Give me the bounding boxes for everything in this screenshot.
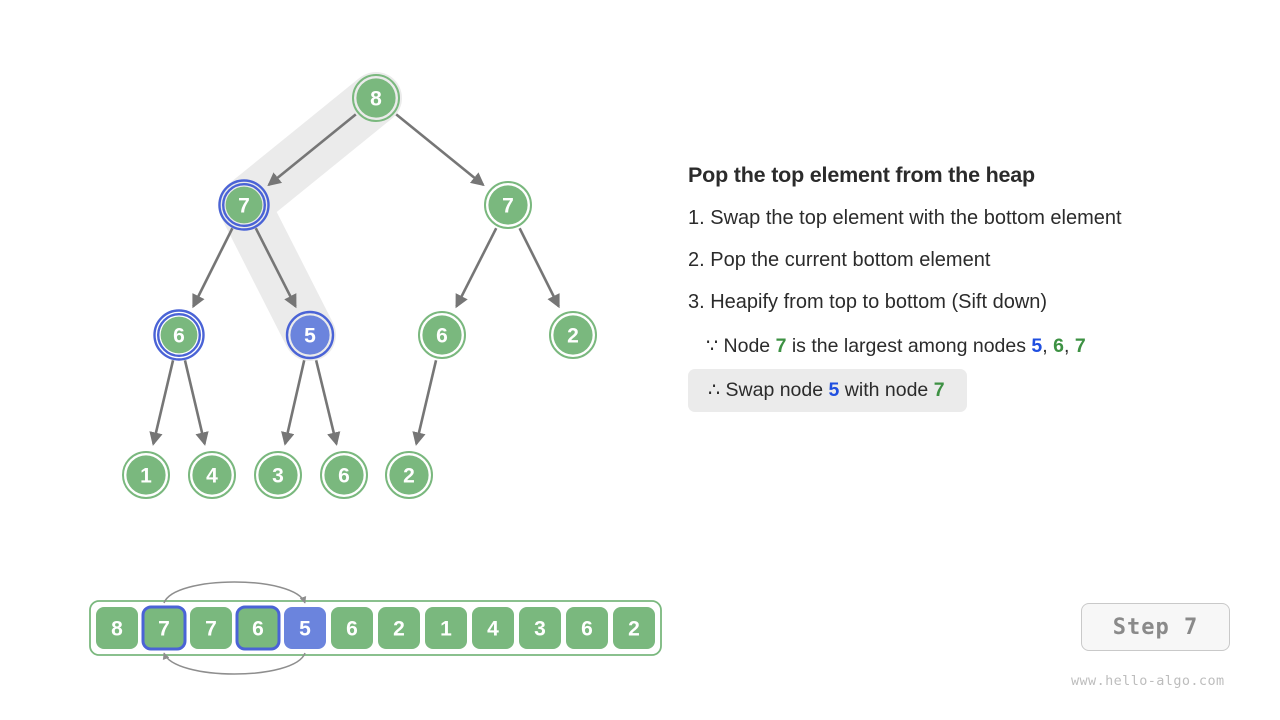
- reason-line: ∵ Node 7 is the largest among nodes 5, 6…: [688, 333, 1248, 360]
- reason-sep-1: ,: [1042, 335, 1048, 357]
- array-cell-value: 5: [299, 618, 311, 641]
- array-cell-value: 6: [581, 618, 593, 641]
- page-title: Pop the top element from the heap: [688, 163, 1035, 187]
- tree-node: 3: [254, 451, 302, 499]
- reason-text-b: is the largest among nodes: [791, 335, 1026, 357]
- tree-node: 6: [153, 309, 205, 361]
- reason-sep-2: ,: [1063, 335, 1070, 357]
- tree-node-value: 7: [238, 195, 250, 218]
- array-cell: 2: [613, 607, 655, 649]
- conclusion-value-b: 7: [933, 379, 945, 401]
- tree-node-value: 6: [173, 325, 185, 348]
- array-cell-value: 7: [158, 618, 170, 641]
- tree-node: 7: [484, 181, 532, 229]
- tree-node-value: 3: [272, 465, 284, 488]
- tree-nodes: 8 7 7 6 5 6 2 1 4 3 6 2: [122, 74, 597, 499]
- conclusion-value-a: 5: [828, 379, 840, 401]
- explanation-panel: Pop the top element from the heap 1. Swa…: [688, 160, 1248, 412]
- tree-node-value: 7: [502, 195, 514, 218]
- array-cell: 6: [331, 607, 373, 649]
- reason-candidate-1: 5: [1031, 335, 1043, 357]
- conclusion-text-b: with node: [844, 379, 929, 401]
- array-cell-value: 2: [393, 618, 405, 641]
- array-cell-value: 6: [252, 618, 264, 641]
- tree-node: 4: [188, 451, 236, 499]
- tree-node-value: 1: [140, 465, 152, 488]
- array-cell: 2: [378, 607, 420, 649]
- array-representation: 8 7 7 6 5 6 2 1 4 3 6 2: [89, 600, 662, 656]
- step-item-2: 2. Pop the current bottom element: [688, 249, 991, 271]
- conclusion-text-a: Swap node: [725, 379, 824, 401]
- array-cell-value: 1: [440, 618, 452, 641]
- array-cell: 5: [284, 607, 326, 649]
- array-cell-value: 8: [111, 618, 123, 641]
- array-cell: 6: [235, 605, 281, 651]
- array-cell-value: 3: [534, 618, 546, 641]
- reason-largest-value: 7: [775, 335, 787, 357]
- tree-node-value: 5: [304, 325, 316, 348]
- array-cell: 7: [190, 607, 232, 649]
- tree-node-value: 2: [403, 465, 415, 488]
- array-cell: 3: [519, 607, 561, 649]
- swap-indicator-arrows: [162, 581, 307, 675]
- reason-candidate-2: 6: [1053, 335, 1064, 357]
- tree-node: 1: [122, 451, 170, 499]
- tree-node: 2: [549, 311, 597, 359]
- tree-node: 2: [385, 451, 433, 499]
- step-item-3: 3. Heapify from top to bottom (Sift down…: [688, 291, 1048, 313]
- array-cell-value: 7: [205, 618, 217, 641]
- array-cell: 7: [141, 605, 187, 651]
- step-item-1: 1. Swap the top element with the bottom …: [688, 207, 1122, 229]
- because-symbol: ∵: [706, 336, 719, 357]
- tree-node-value: 6: [338, 465, 350, 488]
- array-cell: 6: [566, 607, 608, 649]
- tree-node: 6: [320, 451, 368, 499]
- tree-node: 8: [352, 74, 400, 122]
- array-cell-value: 2: [628, 618, 640, 641]
- conclusion-line: ∴ Swap node 5 with node 7: [688, 369, 967, 412]
- tree-node: 5: [285, 310, 335, 360]
- tree-node-value: 2: [567, 325, 579, 348]
- array-cell: 8: [96, 607, 138, 649]
- tree-node-value: 4: [206, 465, 218, 488]
- array-cell: 1: [425, 607, 467, 649]
- step-badge: Step 7: [1081, 603, 1230, 651]
- tree-node: 6: [418, 311, 466, 359]
- array-cell-value: 6: [346, 618, 358, 641]
- array-cell: 4: [472, 607, 514, 649]
- watermark: www.hello-algo.com: [1071, 673, 1225, 689]
- array-cell-value: 4: [487, 618, 499, 641]
- tree-node: 7: [218, 179, 270, 231]
- therefore-symbol: ∴: [708, 380, 721, 401]
- reason-candidate-3: 7: [1074, 335, 1086, 357]
- tree-node-value: 8: [370, 88, 382, 111]
- tree-node-value: 6: [436, 325, 448, 348]
- sift-down-path-highlight: [218, 72, 402, 361]
- step-badge-label: Step 7: [1112, 614, 1199, 640]
- reason-text-a: Node: [723, 335, 771, 357]
- conclusion-wrapper: ∴ Swap node 5 with node 7: [688, 369, 1248, 412]
- tree-edges: [149, 113, 560, 446]
